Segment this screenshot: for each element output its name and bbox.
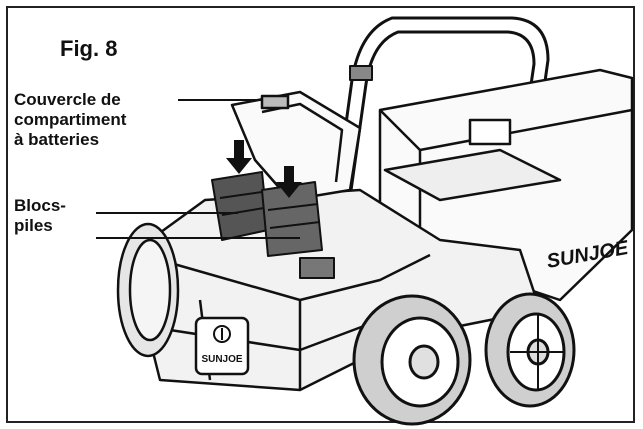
figure-frame xyxy=(6,6,635,423)
callout-battery-packs-line-1: Blocs- xyxy=(14,196,66,215)
rear-left-wheel xyxy=(116,222,180,358)
callout-battery-lid-line-3: à batteries xyxy=(14,130,100,150)
insert-arrows xyxy=(226,140,302,198)
callout-battery-lid-line-2: compartiment xyxy=(14,110,127,130)
svg-text:SUNJOE: SUNJOE xyxy=(201,354,242,365)
figure-title: Fig. 8 xyxy=(60,36,118,61)
callout-battery-packs: Blocs- piles xyxy=(14,196,66,236)
battery-compartment-lid xyxy=(230,90,362,202)
battery-packs xyxy=(211,171,335,279)
front-left-wheel xyxy=(352,294,472,426)
leader-lines xyxy=(96,99,300,239)
mower-deck: SUNJOE xyxy=(138,188,542,392)
callout-battery-lid-line-1: Couvercle de xyxy=(14,90,121,109)
front-logo-plate: SUNJOE xyxy=(194,316,250,376)
callout-battery-lid: Couvercle de compartiment à batteries xyxy=(14,90,126,150)
callout-battery-packs-line-2: piles xyxy=(14,216,53,236)
handle xyxy=(328,16,550,261)
front-right-wheel xyxy=(484,292,576,408)
